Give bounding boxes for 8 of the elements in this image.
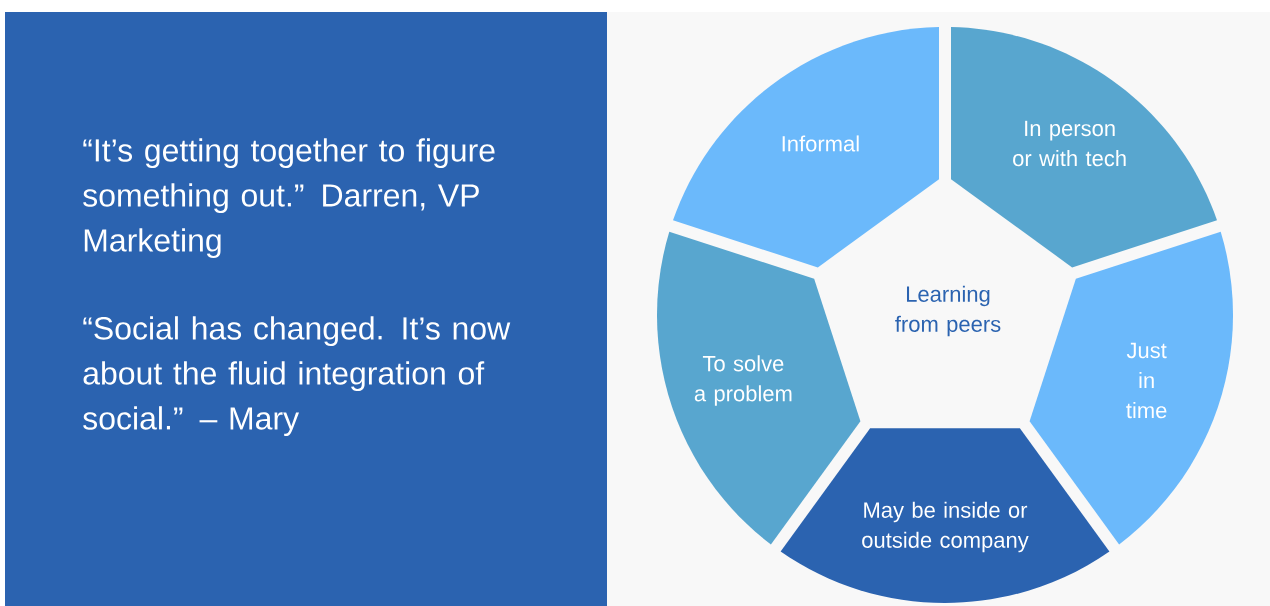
- pie-segment: Informal: [673, 27, 939, 268]
- quote-text: “Social has changed. It’s now about the fluid integration of social.” – Mary: [83, 316, 511, 436]
- quote-text: “It’s getting together to figure something out.” Darren, VP Marketing: [83, 138, 495, 258]
- center-label: Learning from peers: [895, 285, 1001, 337]
- pie-segment: Just in time: [1029, 231, 1233, 545]
- pie-segment: To solve a problem: [657, 231, 861, 545]
- pie-segment: In person or with tech: [951, 27, 1217, 268]
- pie-segment: May be inside or outside company: [780, 428, 1110, 603]
